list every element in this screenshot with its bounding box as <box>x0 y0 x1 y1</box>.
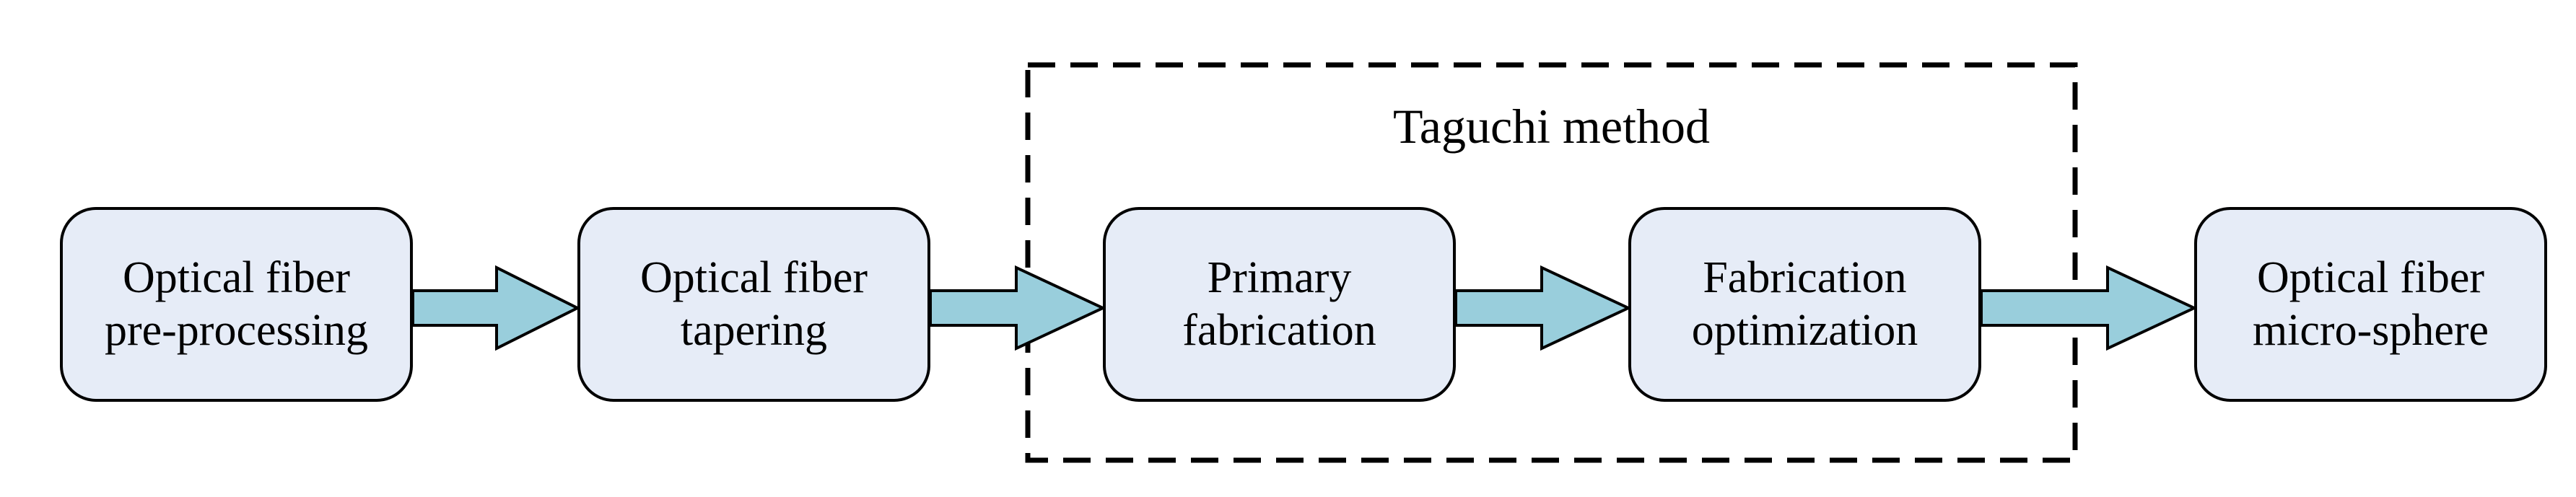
arrow-optimization-to-micro-sphere <box>1980 265 2198 351</box>
node-box-optical-fiber-micro-sphere[interactable] <box>2194 207 2547 402</box>
node-box-optical-fiber-tapering[interactable] <box>577 207 930 402</box>
taguchi-method-dashed-box <box>1025 62 2078 463</box>
node-box-primary-fabrication[interactable] <box>1103 207 1456 402</box>
node-box-optical-fiber-pre-processing[interactable] <box>60 207 413 402</box>
arrow-tapering-to-primary-fabrication <box>929 265 1106 351</box>
arrow-pre-processing-to-tapering <box>411 265 581 351</box>
arrow-primary-fabrication-to-optimization <box>1454 265 1632 351</box>
taguchi-method-title-text: Taguchi method <box>1392 99 1710 154</box>
node-box-fabrication-optimization[interactable] <box>1628 207 1981 402</box>
taguchi-method-title: Taguchi method <box>1028 100 2075 154</box>
